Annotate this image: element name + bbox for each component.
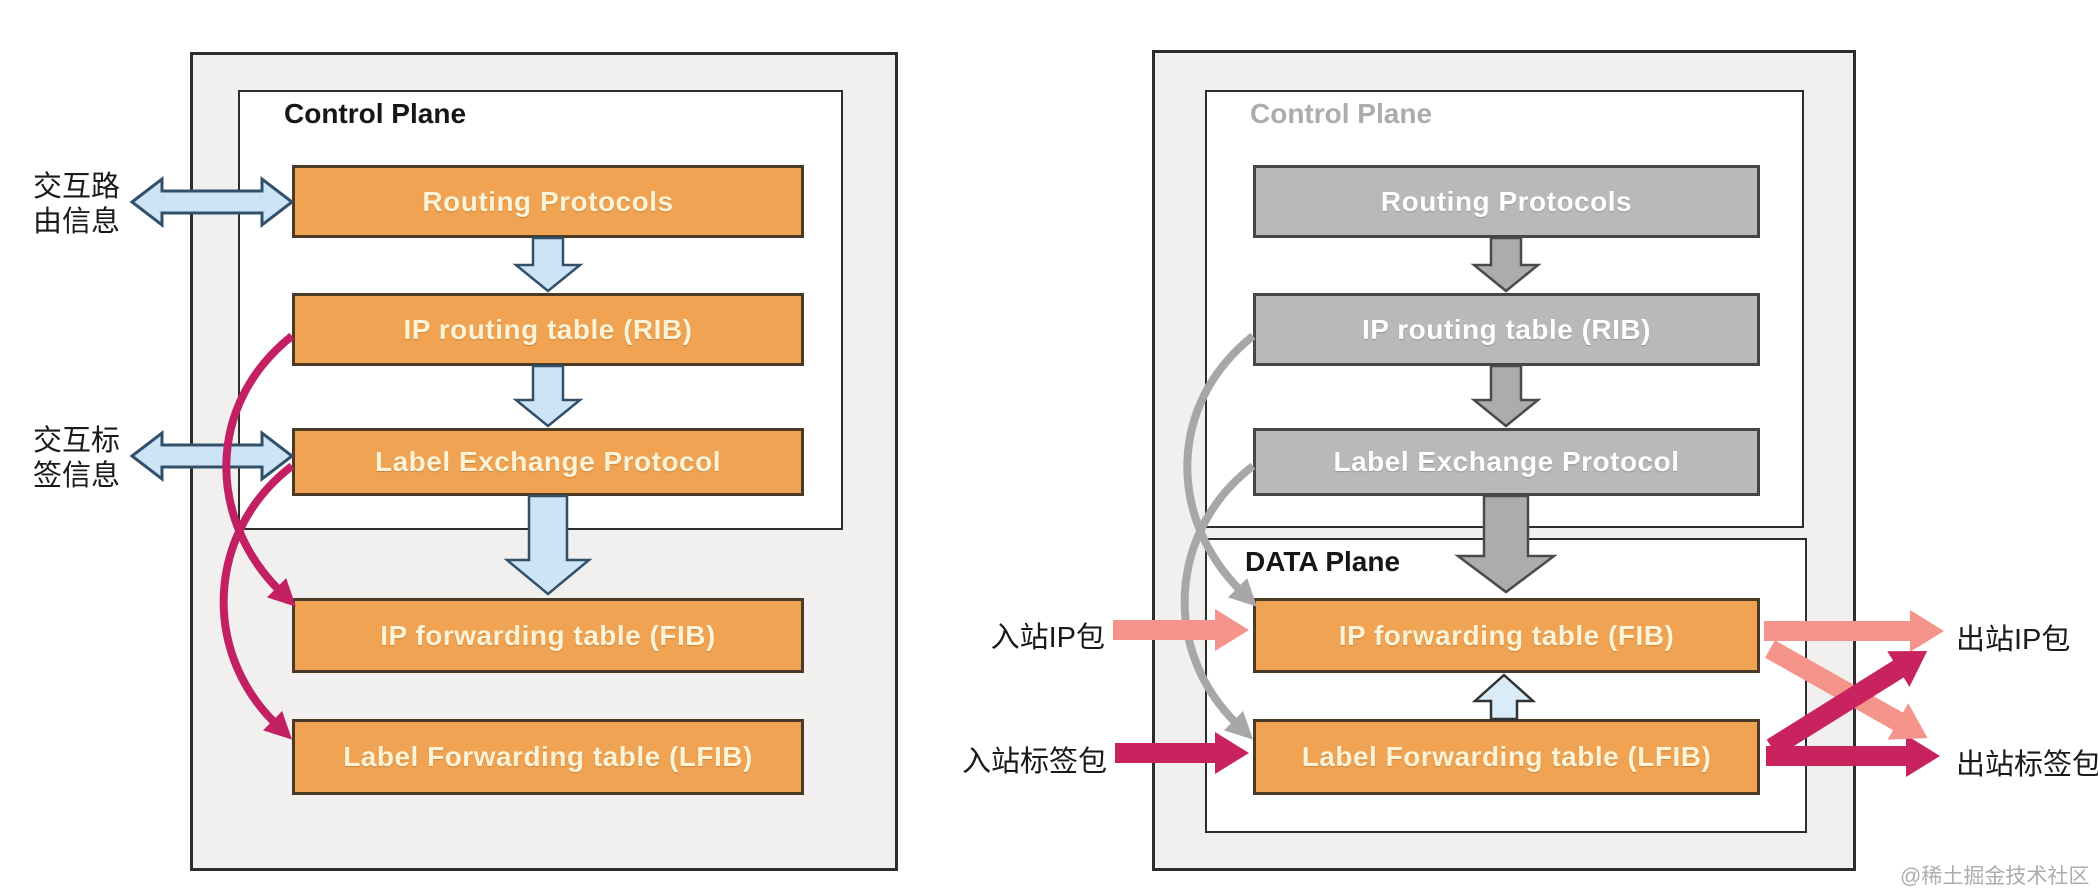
outbound-ip-label: 出站IP包	[1956, 624, 2071, 656]
inbound-label-packet-label: 入站标签包	[961, 746, 1107, 778]
left-box-rib: IP routing table (RIB)	[292, 293, 804, 366]
exchange-label-info-label: 交互标 签信息	[32, 425, 120, 492]
watermark: @稀土掘金技术社区	[1900, 865, 2090, 888]
outbound-label-packet-label: 出站标签包	[1956, 749, 2098, 781]
right-box-routing-protocols: Routing Protocols	[1253, 165, 1760, 238]
left-box-fib: IP forwarding table (FIB)	[292, 598, 804, 673]
left-box-routing-protocols: Routing Protocols	[292, 165, 804, 238]
right-data-plane-label: DATA Plane	[1245, 546, 1401, 577]
right-control-plane-label: Control Plane	[1250, 98, 1433, 129]
exchange-routing-info-label: 交互路 由信息	[32, 171, 120, 238]
right-box-fib: IP forwarding table (FIB)	[1253, 598, 1760, 673]
right-box-lfib: Label Forwarding table (LFIB)	[1253, 719, 1760, 795]
inbound-ip-label: 入站IP包	[990, 622, 1105, 654]
right-box-rib: IP routing table (RIB)	[1253, 293, 1760, 366]
left-box-label-exchange: Label Exchange Protocol	[292, 428, 804, 496]
left-control-plane-label: Control Plane	[284, 98, 467, 129]
left-box-lfib: Label Forwarding table (LFIB)	[292, 719, 804, 795]
right-box-label-exchange: Label Exchange Protocol	[1253, 428, 1760, 496]
